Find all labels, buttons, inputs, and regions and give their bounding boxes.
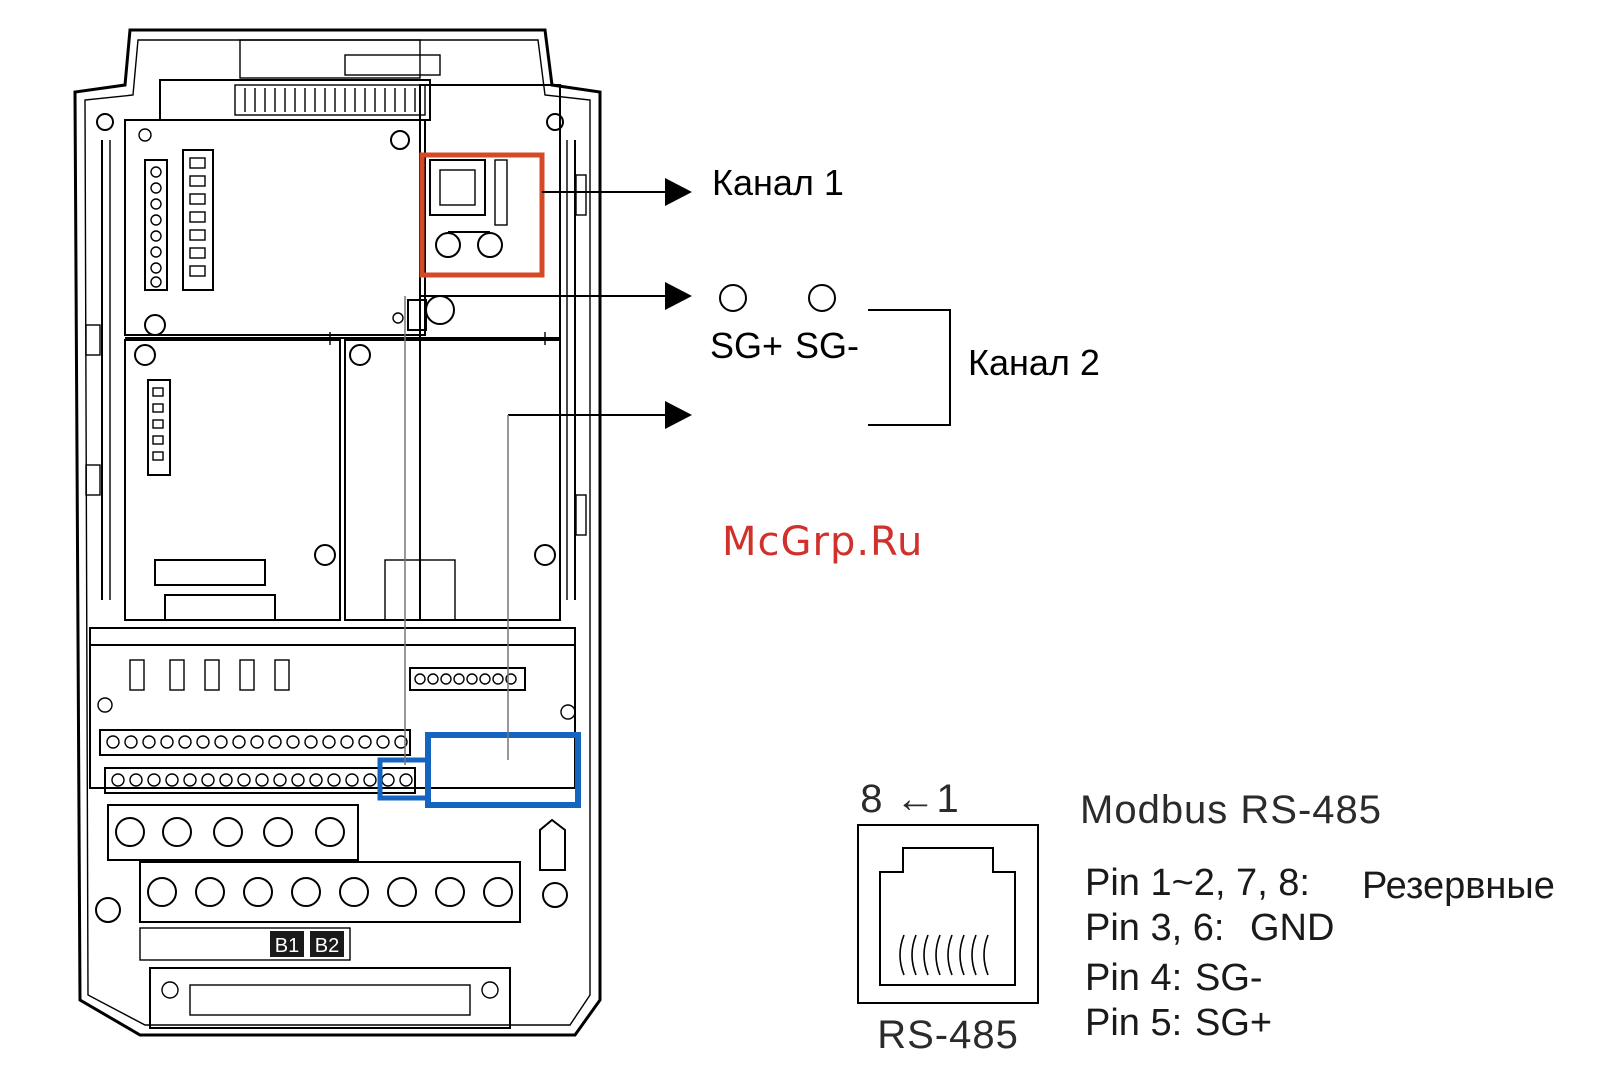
pin-row-1-pins: Pin 1~2, 7, 8: (1085, 862, 1310, 904)
channel-1-arrow (665, 178, 692, 206)
pin-row-1-function: Резервные (1362, 865, 1555, 907)
channel-1-port (422, 155, 542, 275)
terminal-b2-label: B2 (315, 935, 339, 957)
channel-2-label: Канал 2 (968, 342, 1100, 383)
pin-row-4-function: SG+ (1195, 1002, 1272, 1044)
sg-plus-arrow (665, 282, 692, 310)
sg-plus-label: SG+ (710, 325, 783, 366)
drive-front-view: B1 B2 (75, 30, 600, 1035)
pin-row-4-pins: Pin 5: (1085, 1002, 1182, 1044)
sg-minus-terminal (809, 285, 835, 311)
pinout-title: Modbus RS-485 (1080, 788, 1382, 832)
pin-row-3-pins: Pin 4: (1085, 957, 1182, 999)
rs485-connector-illustration: 8 ←1 RS-485 (858, 777, 1038, 1057)
pin-row-2-function: GND (1250, 907, 1334, 949)
leader-lines (405, 178, 950, 765)
watermark-text: McGrp.Ru (722, 519, 923, 565)
sg-minus-arrow (665, 401, 692, 429)
channel-1-label: Канал 1 (712, 162, 844, 203)
pin-row-3-function: SG- (1195, 957, 1263, 999)
pin-row-2-pins: Pin 3, 6: (1085, 907, 1224, 949)
sg-minus-label: SG- (795, 325, 859, 366)
pinout-legend: Modbus RS-485 Pin 1~2, 7, 8: Резервные P… (1080, 788, 1555, 1044)
pin-order-label: 8 ←1 (860, 777, 960, 821)
connector-caption: RS-485 (877, 1013, 1019, 1057)
terminal-b1-label: B1 (275, 935, 299, 957)
channel-2-block-highlight (428, 735, 578, 805)
sg-plus-terminal (720, 285, 746, 311)
